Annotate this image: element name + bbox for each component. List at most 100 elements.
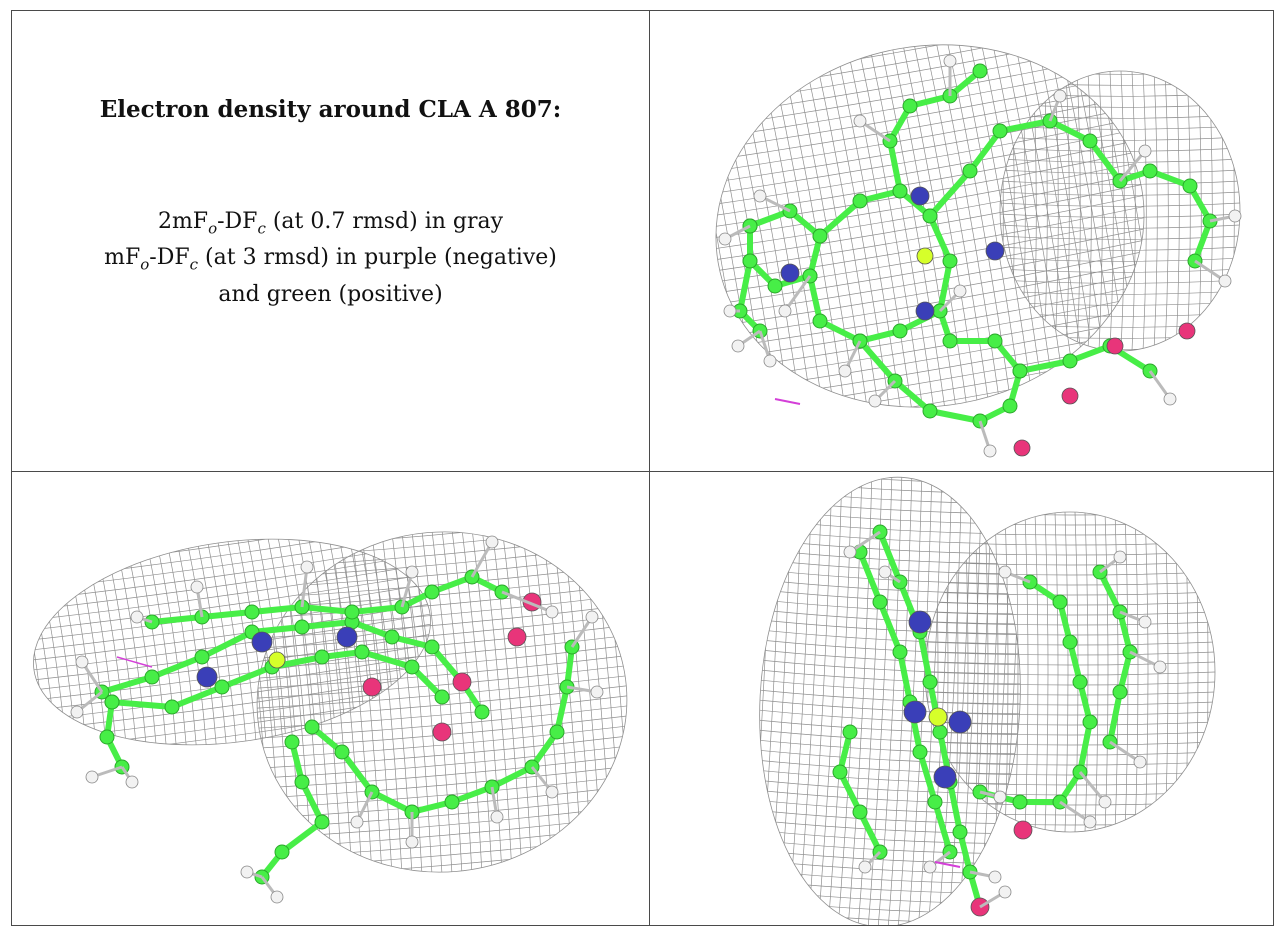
hydrogen-atom — [778, 304, 792, 318]
magnesium-atom — [928, 707, 948, 727]
hydrogen-atom — [1053, 89, 1067, 103]
hydrogen-atom — [923, 860, 937, 874]
hydrogen-atom — [983, 444, 997, 458]
carbon-atom — [1012, 363, 1028, 379]
nitrogen-atom — [910, 186, 930, 206]
caption-cell: Electron density around CLA A 807: 2mFo-… — [12, 11, 649, 471]
view-top-right — [650, 11, 1273, 471]
hydrogen-atom — [1138, 144, 1152, 158]
carbon-atom — [912, 744, 928, 760]
carbon-atom — [549, 724, 565, 740]
negative-density-fragment — [116, 656, 153, 668]
oxygen-atom — [432, 722, 452, 742]
hydrogen-atom — [485, 535, 499, 549]
bond-chain — [1017, 343, 1153, 374]
nitrogen-atom — [336, 626, 358, 648]
nitrogen-atom — [985, 241, 1005, 261]
hydrogen-atom — [405, 565, 419, 579]
hydrogen-atom — [853, 114, 867, 128]
carbon-atom — [1182, 178, 1198, 194]
carbon-atom — [942, 333, 958, 349]
hydrogen-atom — [1138, 615, 1152, 629]
carbon-atom — [1062, 353, 1078, 369]
hydrogen-atom — [843, 545, 857, 559]
carbon-atom — [952, 824, 968, 840]
molecule-render-top — [687, 11, 1242, 458]
oxygen-atom — [1013, 439, 1031, 457]
negative-density-fragment — [774, 398, 801, 405]
carbon-atom — [164, 699, 180, 715]
carbon-atom — [842, 724, 858, 740]
hydrogen-atom — [1113, 550, 1127, 564]
molecule-render-end — [748, 472, 1216, 925]
hydrogen-atom — [240, 865, 254, 879]
carbon-atom — [1082, 133, 1098, 149]
bond-chain — [927, 118, 1213, 264]
carbon-atom — [284, 734, 300, 750]
carbon-atom — [1062, 634, 1078, 650]
hydrogen-atom — [718, 232, 732, 246]
carbon-atom — [832, 764, 848, 780]
carbon-atom — [194, 649, 210, 665]
hydrogen-atom — [1098, 795, 1112, 809]
carbon-atom — [922, 208, 938, 224]
legend-line-fofc: mFo-DFc (at 3 rmsd) in purple (negative) — [104, 245, 557, 274]
carbon-atom — [927, 794, 943, 810]
table-divider-vertical — [649, 11, 650, 925]
carbon-atom — [1052, 594, 1068, 610]
bond-chain — [309, 644, 575, 815]
carbon-atom — [144, 669, 160, 685]
carbon-atom — [274, 844, 290, 860]
carbon-atom — [932, 724, 948, 740]
hydrogen-atom — [130, 610, 144, 624]
hydrogen-atom — [753, 189, 767, 203]
carbon-atom — [334, 744, 350, 760]
bond-chain — [259, 739, 325, 880]
hydrogen-atom — [763, 354, 777, 368]
nitrogen-atom — [908, 610, 932, 634]
legend-line-2fofc: 2mFo-DFc (at 0.7 rmsd) in gray — [157, 209, 504, 238]
carbon-atom — [424, 639, 440, 655]
hydrogen-atom — [490, 810, 504, 824]
carbon-atom — [812, 313, 828, 329]
view-bottom-left — [12, 472, 649, 925]
density-mesh — [748, 472, 1032, 925]
hydrogen-atom — [405, 835, 419, 849]
carbon-atom — [892, 323, 908, 339]
bond-chain — [109, 649, 445, 710]
carbon-atom — [1012, 794, 1028, 810]
carbon-atom — [444, 794, 460, 810]
nitrogen-atom — [948, 710, 972, 734]
hydrogen-atom — [1218, 274, 1232, 288]
carbon-atom — [1072, 674, 1088, 690]
carbon-atom — [892, 644, 908, 660]
legend-line-colors: and green (positive) — [218, 281, 443, 307]
carbon-atom — [1002, 398, 1018, 414]
hydrogen-atom — [545, 605, 559, 619]
magnesium-atom — [916, 247, 934, 265]
carbon-atom — [1142, 163, 1158, 179]
bond-chain — [837, 729, 883, 855]
carbon-atom — [104, 694, 120, 710]
carbon-atom — [872, 594, 888, 610]
carbon-atom — [962, 163, 978, 179]
hydrogen-atom — [85, 770, 99, 784]
h-bond — [1118, 150, 1147, 182]
mesh-outline — [33, 538, 431, 746]
oxygen-atom — [452, 672, 472, 692]
hydrogen-atom — [545, 785, 559, 799]
carbon-atom — [767, 278, 783, 294]
bond-chain — [857, 308, 1023, 424]
carbon-atom — [384, 629, 400, 645]
oxygen-atom — [507, 627, 527, 647]
nitrogen-atom — [915, 301, 935, 321]
hydrogen-atom — [75, 655, 89, 669]
view-bottom-right — [650, 472, 1273, 925]
carbon-atom — [304, 719, 320, 735]
hydrogen-atom — [988, 870, 1002, 884]
carbon-atom — [742, 253, 758, 269]
hydrogen-atom — [270, 890, 284, 904]
oxygen-atom — [1106, 337, 1124, 355]
hydrogen-atom — [723, 304, 737, 318]
hydrogen-atom — [998, 565, 1012, 579]
